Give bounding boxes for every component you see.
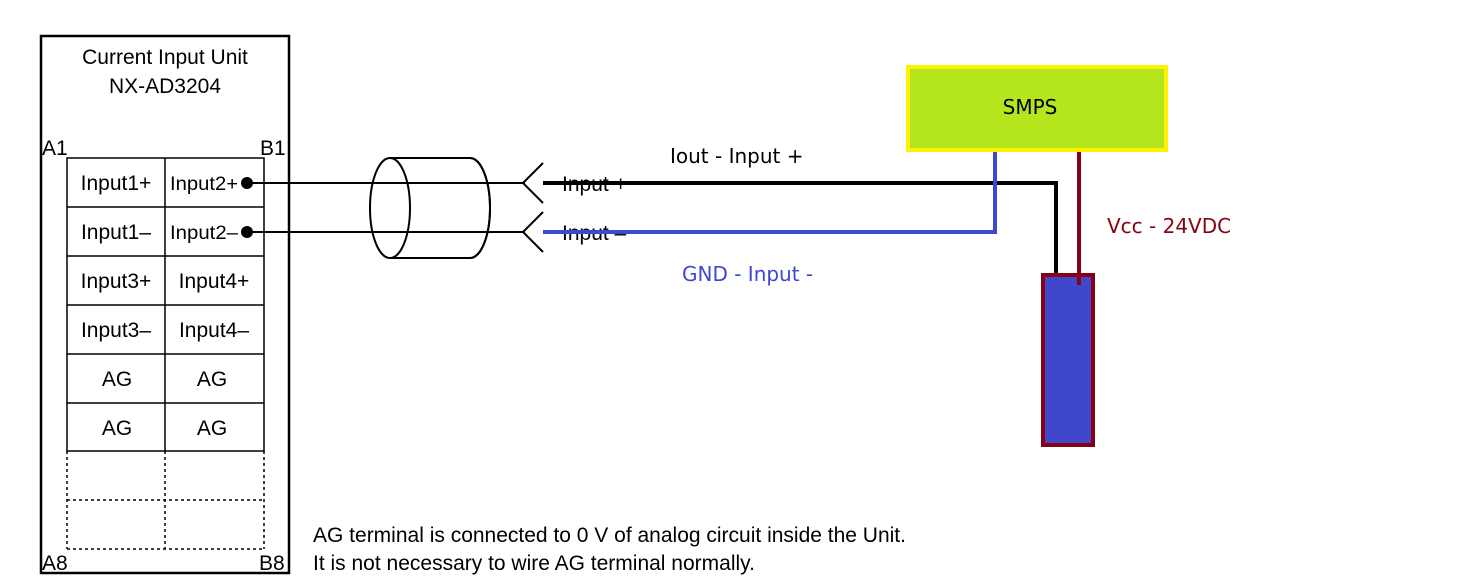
terminal-b-3: Input4+: [179, 270, 250, 293]
terminal-b-1: Input2+: [170, 174, 238, 195]
sensor-body: [1041, 273, 1095, 447]
note-line-2: It is not necessary to wire AG terminal …: [313, 552, 755, 575]
terminal-b-6: AG: [197, 417, 227, 440]
corner-label-a1: A1: [42, 137, 68, 160]
terminal-b-4: Input4–: [179, 319, 249, 342]
terminal-b-5: AG: [197, 368, 227, 391]
corner-label-a8: A8: [42, 552, 68, 575]
cable-shield-icon: [247, 157, 491, 259]
terminal-a-1: Input1+: [81, 172, 152, 195]
connector-minus-icon: [521, 211, 544, 253]
corner-label-b1: B1: [260, 137, 286, 160]
smps-box: [906, 65, 1168, 152]
wire-label-iout: Iout - Input +: [670, 144, 804, 168]
terminal-a-6: AG: [102, 417, 132, 440]
terminal-a-2: Input1–: [81, 221, 151, 244]
terminal-block: [66, 157, 265, 550]
terminal-a-5: AG: [102, 368, 132, 391]
wire-label-gnd: GND - Input -: [682, 262, 813, 286]
wire-iout: [543, 181, 1058, 275]
corner-label-b8: B8: [259, 552, 285, 575]
smps-label: SMPS: [1003, 95, 1058, 119]
unit-title-line2: NX-AD3204: [109, 75, 221, 98]
terminal-b-2: Input2–: [170, 223, 238, 244]
unit-title-line1: Current Input Unit: [82, 46, 248, 69]
terminal-a-3: Input3+: [81, 270, 152, 293]
terminal-a-4: Input3–: [81, 319, 151, 342]
note-line-1: AG terminal is connected to 0 V of analo…: [313, 524, 906, 547]
wire-gnd: [543, 137, 997, 234]
wire-label-vcc: Vcc - 24VDC: [1107, 214, 1231, 238]
connector-plus-icon: [521, 162, 544, 204]
